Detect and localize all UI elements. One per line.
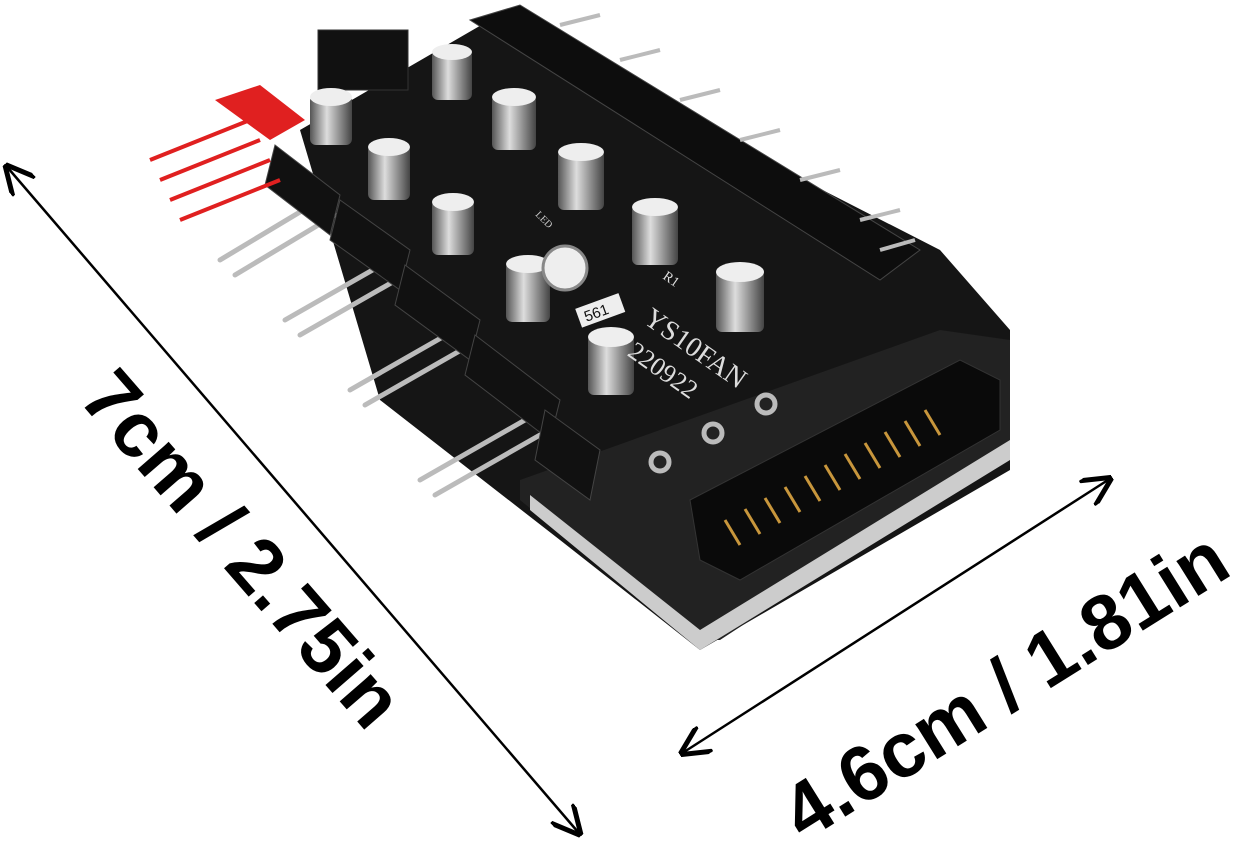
top-fan-headers	[468, 4, 921, 281]
left-header-housings	[264, 144, 601, 501]
width-arrow	[684, 480, 1108, 752]
length-arrow	[8, 168, 578, 832]
sata-connector	[689, 359, 1001, 581]
sata-pins	[723, 409, 942, 546]
sata-base-edge	[530, 440, 1010, 650]
capacitors	[310, 44, 764, 395]
solder-pads	[648, 392, 778, 474]
tach-connector	[317, 29, 409, 91]
cpu-fan-connector	[149, 85, 305, 222]
mounting-hole	[541, 244, 589, 292]
top-header-pins	[559, 13, 916, 252]
